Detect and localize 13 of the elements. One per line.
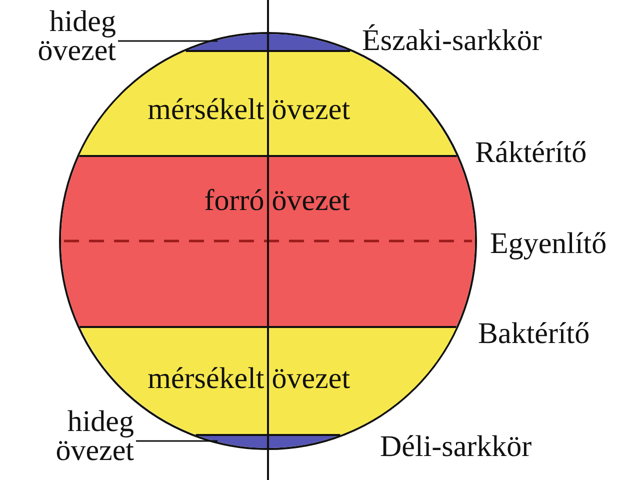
- zone-band: [61, 156, 475, 327]
- zone-label: hideg övezet: [38, 7, 116, 65]
- leader-line: [136, 440, 218, 442]
- zone-label: forró övezet: [204, 186, 350, 214]
- zone-label: mérsékelt övezet: [148, 94, 350, 124]
- latitude-label: Északi-sarkkör: [362, 26, 542, 54]
- zone-label: mérsékelt övezet: [148, 364, 350, 392]
- latitude-label: Baktérítő: [478, 318, 590, 348]
- zone-label: hideg övezet: [56, 407, 134, 465]
- latitude-label: Egyenlítő: [490, 228, 607, 258]
- latitude-label: Ráktérítő: [475, 138, 587, 166]
- leader-line: [118, 40, 218, 42]
- latitude-label: Déli-sarkkör: [380, 432, 532, 460]
